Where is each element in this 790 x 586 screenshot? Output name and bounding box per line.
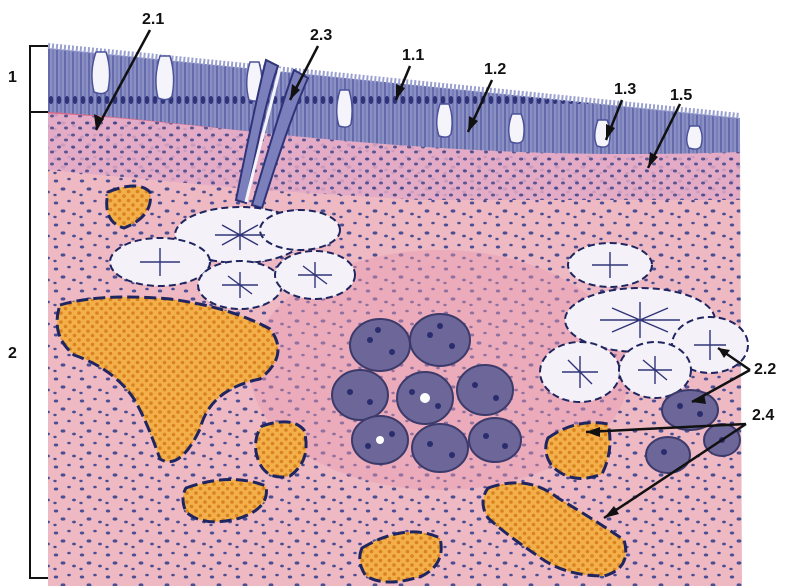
label-2-3: 2.3 bbox=[310, 27, 332, 44]
label-layer-1: 1 bbox=[8, 69, 17, 86]
label-1-2: 1.2 bbox=[484, 61, 506, 78]
label-2-2: 2.2 bbox=[754, 361, 776, 378]
label-2-4: 2.4 bbox=[752, 407, 774, 424]
label-1-5: 1.5 bbox=[670, 87, 692, 104]
label-1-3: 1.3 bbox=[614, 81, 636, 98]
label-1-1: 1.1 bbox=[402, 47, 424, 64]
label-layer-2: 2 bbox=[8, 345, 17, 362]
label-2-1: 2.1 bbox=[142, 11, 164, 28]
